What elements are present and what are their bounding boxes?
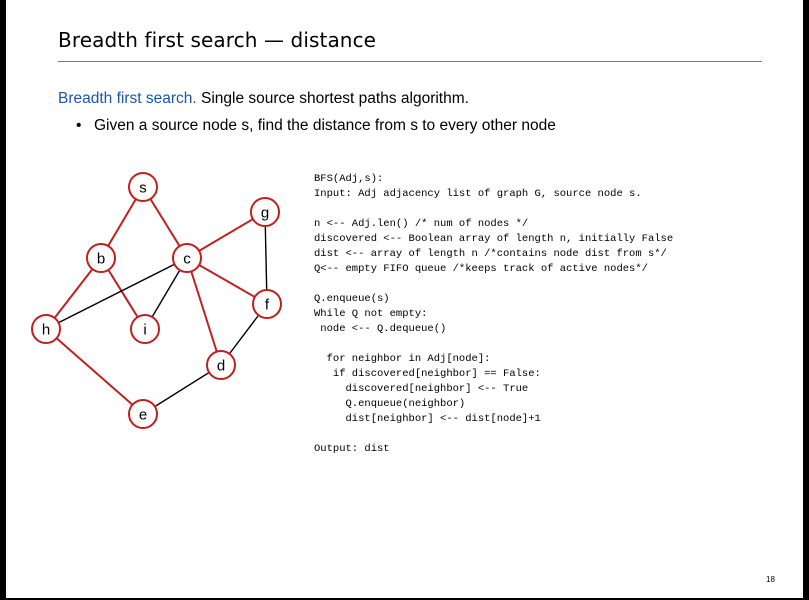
node-label: i <box>143 322 146 339</box>
node-circle <box>130 314 160 344</box>
code-line: Q.enqueue(neighbor) <box>314 398 466 410</box>
edge-h-c <box>45 257 188 330</box>
bullet-text: Given a source node s, find the distance… <box>94 117 556 134</box>
code-line <box>314 427 673 442</box>
code-line: BFS(Adj,s): <box>314 173 384 185</box>
code-line: Q<-- empty FIFO queue /*keeps track of a… <box>314 263 648 275</box>
bfs-graph: s g b c f h i d e <box>31 172 282 429</box>
node-label: f <box>265 297 270 314</box>
node-d: d <box>206 350 236 380</box>
code-line: discovered[neighbor] <-- True <box>314 383 529 395</box>
code-line: Output: dist <box>314 443 390 455</box>
node-s: s <box>128 172 158 202</box>
node-circle <box>172 243 202 273</box>
node-circle <box>86 243 116 273</box>
code-line: While Q not empty: <box>314 308 428 320</box>
node-label: c <box>183 251 191 268</box>
bullet-marker: • <box>76 117 82 134</box>
code-line: Input: Adj adjacency list of graph G, so… <box>314 188 642 200</box>
node-h: h <box>31 314 61 344</box>
node-c: c <box>172 243 202 273</box>
title-divider <box>58 61 762 62</box>
code-line <box>314 202 673 217</box>
code-line <box>314 277 673 292</box>
node-circle <box>206 350 236 380</box>
edge-c-f <box>186 257 268 305</box>
code-line: node <-- Q.dequeue() <box>314 323 447 335</box>
node-circle <box>250 197 280 227</box>
edge-c-g <box>186 211 266 259</box>
node-i: i <box>130 314 160 344</box>
code-line: n <-- Adj.len() /* num of nodes */ <box>314 218 529 230</box>
node-label: e <box>139 407 147 424</box>
bfs-pseudocode: BFS(Adj,s): Input: Adj adjacency list of … <box>314 172 673 457</box>
bullet-item: • Given a source node s, find the distanc… <box>76 117 556 135</box>
graph-nodes: s g b c f h i d e <box>31 172 282 429</box>
node-label: b <box>97 251 105 268</box>
intro-accent: Breadth first search. <box>58 90 197 107</box>
slide: Breadth first search — distance Breadth … <box>6 0 803 598</box>
node-f: f <box>252 289 282 319</box>
intro-line: Breadth first search. Single source shor… <box>58 90 469 108</box>
node-circle <box>128 399 158 429</box>
code-line: discovered <-- Boolean array of length n… <box>314 233 674 245</box>
edge-g-f <box>264 211 268 305</box>
node-g: g <box>250 197 280 227</box>
node-label: s <box>139 180 147 197</box>
intro-text: Single source shortest paths algorithm. <box>196 90 469 107</box>
graph-edges <box>45 186 268 415</box>
node-label: h <box>42 322 50 339</box>
node-circle <box>31 314 61 344</box>
slide-title: Breadth first search — distance <box>58 28 377 52</box>
node-circle <box>128 172 158 202</box>
edge-d-e <box>142 364 222 415</box>
node-label: d <box>217 358 225 375</box>
code-line <box>314 337 673 352</box>
code-line: dist[neighbor] <-- dist[node]+1 <box>314 413 541 425</box>
code-line: Q.enqueue(s) <box>314 293 390 305</box>
node-label: g <box>261 205 269 222</box>
code-line: dist <-- array of length n /*contains no… <box>314 248 667 260</box>
page-number: 18 <box>766 575 775 584</box>
edge-h-e <box>45 328 144 415</box>
node-b: b <box>86 243 116 273</box>
code-line: for neighbor in Adj[node]: <box>314 353 491 365</box>
edge-c-d <box>186 257 222 366</box>
node-e: e <box>128 399 158 429</box>
node-circle <box>252 289 282 319</box>
code-line: if discovered[neighbor] == False: <box>314 368 541 380</box>
